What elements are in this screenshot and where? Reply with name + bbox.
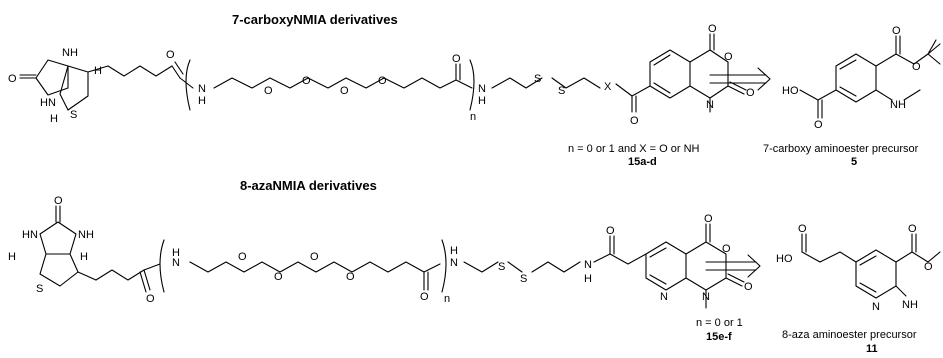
precursor-5-ho: HO <box>782 85 799 97</box>
linker-s2-top: S <box>558 85 565 97</box>
peg-o2-top: O <box>302 75 311 87</box>
compound-11-number: 11 <box>866 343 878 355</box>
nmia-n-top: N <box>706 99 714 111</box>
nmia-o1-top: O <box>708 23 717 35</box>
biotin-b-hn: HN <box>22 229 38 241</box>
precursor-11-o1: O <box>798 223 807 235</box>
biotin-b-s: S <box>36 283 43 295</box>
biotin-unit-bottom <box>39 205 161 293</box>
linker-carbonyl-o-bottom: O <box>606 225 615 237</box>
peg-nh-bottom: N <box>172 257 180 269</box>
precursor-11-o2: O <box>908 223 917 235</box>
biotin-amide-o: O <box>166 49 175 61</box>
peg-o2-bottom: O <box>274 271 283 283</box>
aza-nmia-n1: N <box>702 291 710 303</box>
precursor-5-o3: O <box>912 61 921 73</box>
precursor-11 <box>801 233 941 299</box>
precursor-5 <box>799 35 941 119</box>
biotin-s: S <box>70 109 77 121</box>
precursor-5-o1: O <box>814 119 823 131</box>
peg-o3-bottom: O <box>310 251 319 263</box>
peg-o3-top: O <box>340 85 349 97</box>
disulfide-linker-bottom <box>463 235 647 273</box>
compound-15ef-number: 15e-f <box>706 331 732 343</box>
peg-linker-top <box>185 59 475 111</box>
precursor-11-o3: O <box>924 261 933 273</box>
linker-nh-bottom: N <box>450 257 458 269</box>
nmia-o3-top: O <box>746 87 755 99</box>
compound-5-caption: 7-carboxy aminoester precursor <box>763 143 919 155</box>
biotin-b-nh: NH <box>78 229 94 241</box>
precursor-11-nh: NH <box>902 299 918 311</box>
linker-nh-h-bottom: H <box>584 273 592 285</box>
subscript-n-top: n <box>470 111 476 123</box>
biotin-h-upper: H <box>94 65 102 77</box>
top-section-title: 7-carboxyNMIA derivatives <box>232 12 398 27</box>
biotin-b-h-right: H <box>80 251 88 263</box>
precursor-11-n: N <box>872 301 880 313</box>
precursor-5-nh: NH <box>890 99 906 111</box>
disulfide-linker-top <box>491 77 651 113</box>
compound-15ef-caption: n = 0 or 1 <box>696 317 743 329</box>
linker-s1-top: S <box>534 73 541 85</box>
biotin-nh: NH <box>62 47 78 59</box>
aza-nmia-o1: O <box>704 213 713 225</box>
precursor-5-o2: O <box>892 25 901 37</box>
biotin-b-amide-o: O <box>146 293 155 305</box>
peg-o4-bottom: O <box>346 271 355 283</box>
biotin-hn: HN <box>40 97 56 109</box>
linker-h-bottom: H <box>450 245 458 257</box>
biotin-h-lower: H <box>50 113 58 125</box>
compound-11-caption: 8-aza aminoester precursor <box>782 329 917 341</box>
retro-arrow-bottom <box>705 254 761 278</box>
nmia-o2-top: O <box>724 51 733 63</box>
linker-nh-top: N <box>478 83 486 95</box>
linker-s2-bottom: S <box>520 273 527 285</box>
peg-o1-top: O <box>264 85 273 97</box>
linker-h-top: H <box>478 95 486 107</box>
peg-o1-bottom: O <box>238 251 247 263</box>
compound-15ad-caption: n = 0 or 1 and X = O or NH <box>568 143 700 155</box>
precursor-11-ho: HO <box>776 253 793 265</box>
peg-nh-top: N <box>198 83 206 95</box>
biotin-b-h-left: H <box>8 251 16 263</box>
aza-nmia-o3: O <box>744 281 753 293</box>
nmia-core-top <box>649 33 747 113</box>
biotin-carbonyl-o: O <box>8 73 17 85</box>
aza-nmia-o2: O <box>722 243 731 255</box>
aza-nmia-core-bottom <box>645 223 745 309</box>
retro-arrow-top <box>709 67 771 91</box>
linker-x: X <box>604 81 612 93</box>
bottom-section-title: 8-azaNMIA derivatives <box>240 178 377 193</box>
peg-o4-top: O <box>378 75 387 87</box>
peg-h-top: H <box>198 95 206 107</box>
compound-5-number: 5 <box>851 156 857 168</box>
peg-carbonyl-o-bottom: O <box>420 291 429 303</box>
peg-carbonyl-o-top: O <box>452 53 461 65</box>
linker-n-bottom: N <box>584 259 592 271</box>
peg-h-bottom: H <box>172 247 180 259</box>
compound-15ad-number: 15a-d <box>628 156 657 168</box>
aza-nmia-n-pyridine: N <box>660 291 668 303</box>
peg-linker-bottom <box>159 239 447 293</box>
biotin-b-carbonyl-o: O <box>54 195 63 207</box>
subscript-n-bottom: n <box>444 293 450 305</box>
linker-s1-bottom: S <box>498 261 505 273</box>
linker-carbonyl-o-top: O <box>630 115 639 127</box>
